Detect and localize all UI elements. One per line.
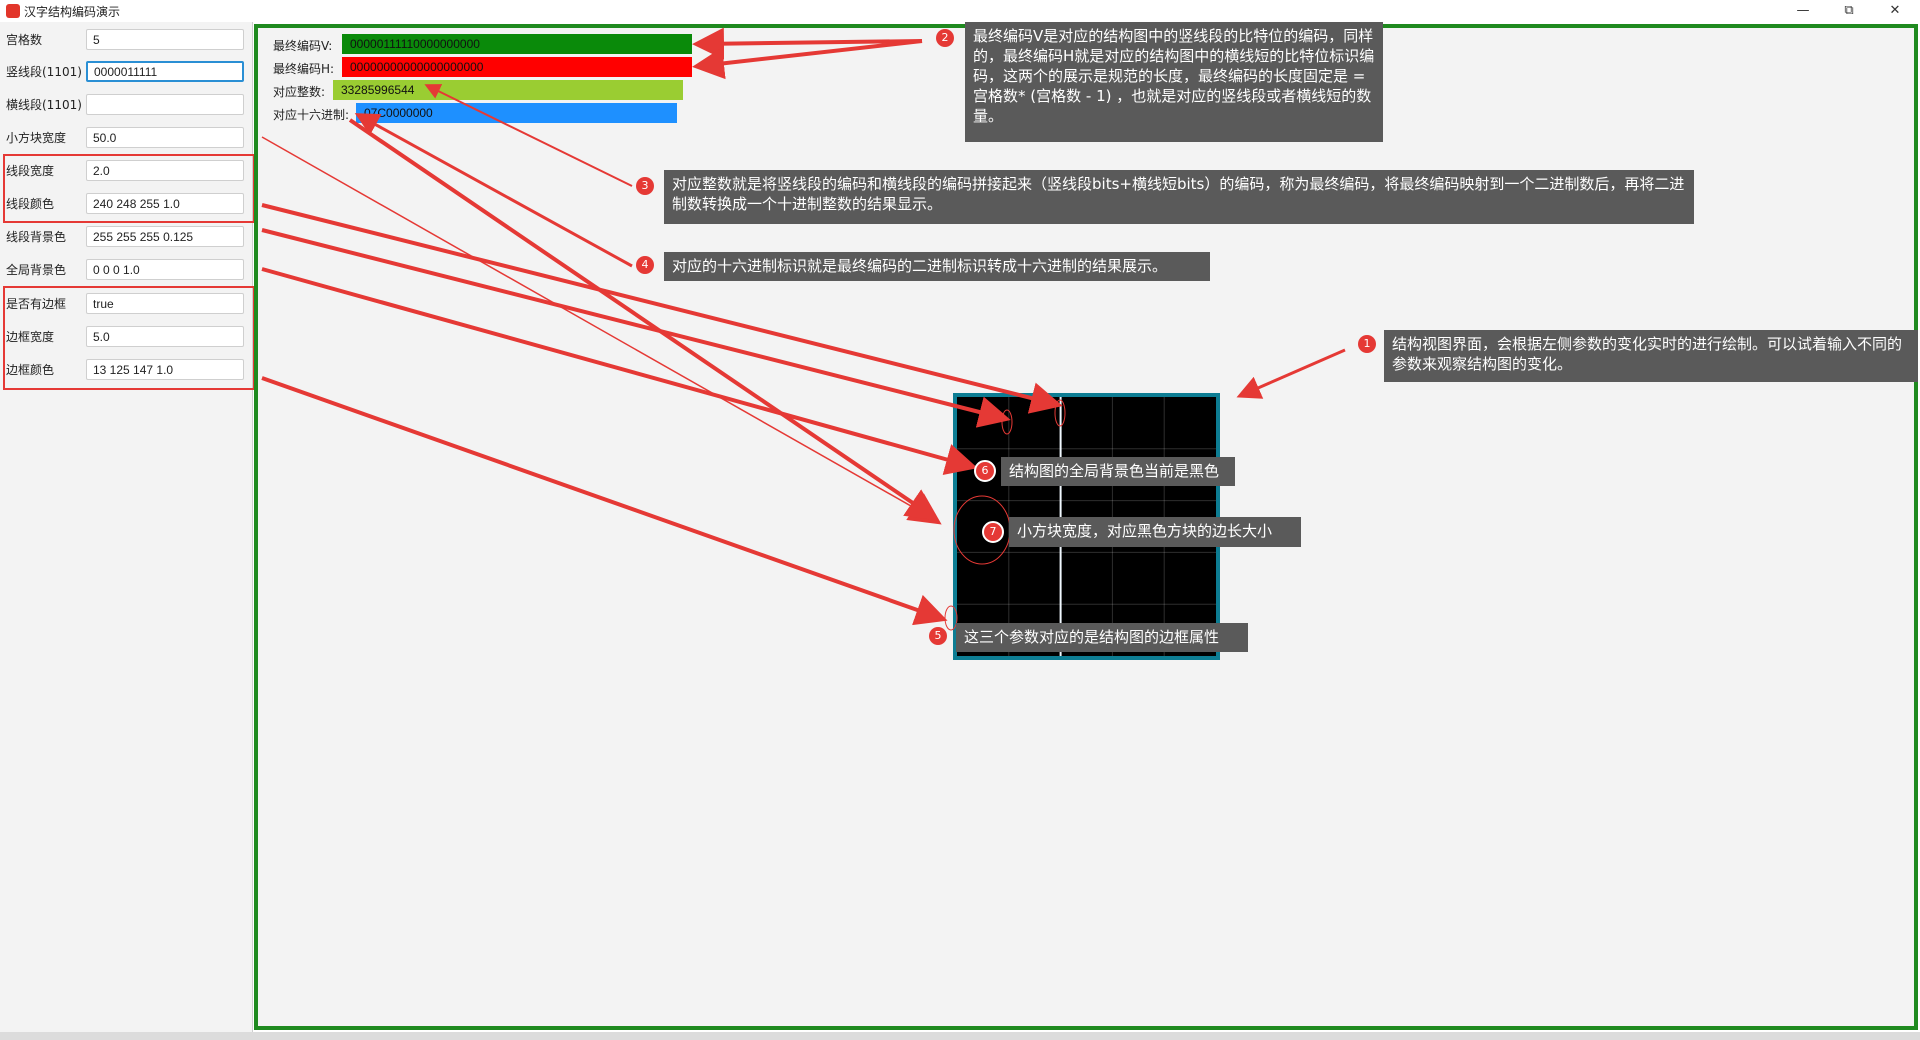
line-background-label: 线段背景色 xyxy=(6,230,67,244)
encoding-h-label: 最终编码H: xyxy=(273,62,335,76)
app-icon xyxy=(6,4,20,18)
title-bar: 汉字结构编码演示 — ⧉ ✕ xyxy=(0,0,1920,22)
callout-1: 结构视图界面，会根据左侧参数的变化实时的进行绘制。可以试着输入不同的参数来观察结… xyxy=(1384,330,1918,382)
global-background-label: 全局背景色 xyxy=(6,263,67,277)
grid-count-label: 宫格数 xyxy=(6,33,43,47)
callout-6: 结构图的全局背景色当前是黑色 xyxy=(1001,457,1235,486)
vertical-segment-input[interactable] xyxy=(86,61,244,82)
encoding-v-label: 最终编码V: xyxy=(273,39,333,53)
horizontal-segment-label: 横线段(1101) xyxy=(6,98,82,112)
hex-label: 对应十六进制: xyxy=(273,108,350,122)
border-color-label: 边框颜色 xyxy=(6,363,55,377)
callout-1-badge: 1 xyxy=(1358,335,1376,353)
line-params-highlight xyxy=(3,154,255,223)
callout-3: 对应整数就是将竖线段的编码和横线段的编码拼接起来（竖线段bits+横线短bits… xyxy=(664,170,1694,224)
border-params-highlight xyxy=(3,286,255,390)
callout-5: 这三个参数对应的是结构图的边框属性 xyxy=(956,623,1248,652)
callout-5-badge: 5 xyxy=(929,627,947,645)
cell-width-label: 小方块宽度 xyxy=(6,131,67,145)
integer-value: 33285996544 xyxy=(333,80,683,100)
line-background-input[interactable] xyxy=(86,226,244,247)
callout-6-badge: 6 xyxy=(974,460,996,482)
border-width-input[interactable] xyxy=(86,326,244,347)
hex-value: 07C0000000 xyxy=(356,103,677,123)
line-width-input[interactable] xyxy=(86,160,244,181)
encoding-h-value: 00000000000000000000 xyxy=(342,57,692,77)
callout-4: 对应的十六进制标识就是最终编码的二进制标识转成十六进制的结果展示。 xyxy=(664,252,1210,281)
close-button[interactable]: ✕ xyxy=(1889,3,1901,18)
encoding-v-value: 00000111110000000000 xyxy=(342,34,692,54)
border-color-input[interactable] xyxy=(86,359,244,380)
callout-3-badge: 3 xyxy=(636,177,654,195)
status-strip xyxy=(0,1032,1920,1040)
integer-label: 对应整数: xyxy=(273,85,326,99)
line-color-label: 线段颜色 xyxy=(6,197,55,211)
callout-7: 小方块宽度，对应黑色方块的边长大小 xyxy=(1009,517,1301,547)
line-color-input[interactable] xyxy=(86,193,244,214)
has-border-input[interactable] xyxy=(86,293,244,314)
cell-width-input[interactable] xyxy=(86,127,244,148)
restore-button[interactable]: ⧉ xyxy=(1844,3,1854,18)
minimize-button[interactable]: — xyxy=(1796,3,1810,18)
vertical-segment-label: 竖线段(1101) xyxy=(6,65,82,79)
horizontal-segment-input[interactable] xyxy=(86,94,244,115)
parameter-panel xyxy=(0,22,253,1032)
has-border-label: 是否有边框 xyxy=(6,297,67,311)
global-background-input[interactable] xyxy=(86,259,244,280)
grid-count-input[interactable] xyxy=(86,29,244,50)
border-width-label: 边框宽度 xyxy=(6,330,55,344)
callout-4-badge: 4 xyxy=(636,256,654,274)
callout-2-badge: 2 xyxy=(936,29,954,47)
line-width-label: 线段宽度 xyxy=(6,164,55,178)
window-title: 汉字结构编码演示 xyxy=(24,5,121,19)
callout-2: 最终编码V是对应的结构图中的竖线段的比特位的编码，同样的，最终编码H就是对应的结… xyxy=(965,22,1383,142)
callout-7-badge: 7 xyxy=(982,521,1004,543)
